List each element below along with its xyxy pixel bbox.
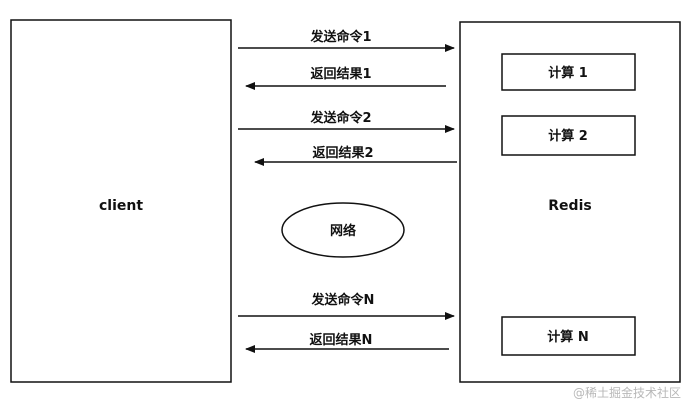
computation-label: 计算 N <box>547 329 588 345</box>
computation-label: 计算 2 <box>548 128 588 144</box>
client-label: client <box>99 198 143 214</box>
network-label: 网络 <box>330 223 356 239</box>
network-ellipse: 网络 <box>281 202 405 258</box>
message-return-n: 返回结果N <box>245 332 449 353</box>
computation-box-1: 计算 1 <box>501 53 636 91</box>
message-label: 返回结果1 <box>310 66 371 82</box>
message-label: 返回结果N <box>310 332 373 348</box>
message-return-2: 返回结果2 <box>254 145 457 166</box>
message-label: 发送命令N <box>311 292 375 308</box>
watermark: @稀土掘金技术社区 <box>573 385 681 400</box>
message-send-n: 发送命令N <box>238 292 455 320</box>
client-box: client <box>10 19 232 383</box>
redis-label: Redis <box>548 198 591 214</box>
message-label: 返回结果2 <box>312 145 373 161</box>
message-label: 发送命令1 <box>309 29 371 45</box>
message-send-1: 发送命令1 <box>238 29 455 52</box>
computation-box-2: 计算 2 <box>501 115 636 156</box>
message-return-1: 返回结果1 <box>245 66 446 90</box>
computation-box-n: 计算 N <box>501 316 636 356</box>
message-label: 发送命令2 <box>309 110 371 126</box>
message-send-2: 发送命令2 <box>238 110 455 133</box>
computation-label: 计算 1 <box>548 65 588 81</box>
